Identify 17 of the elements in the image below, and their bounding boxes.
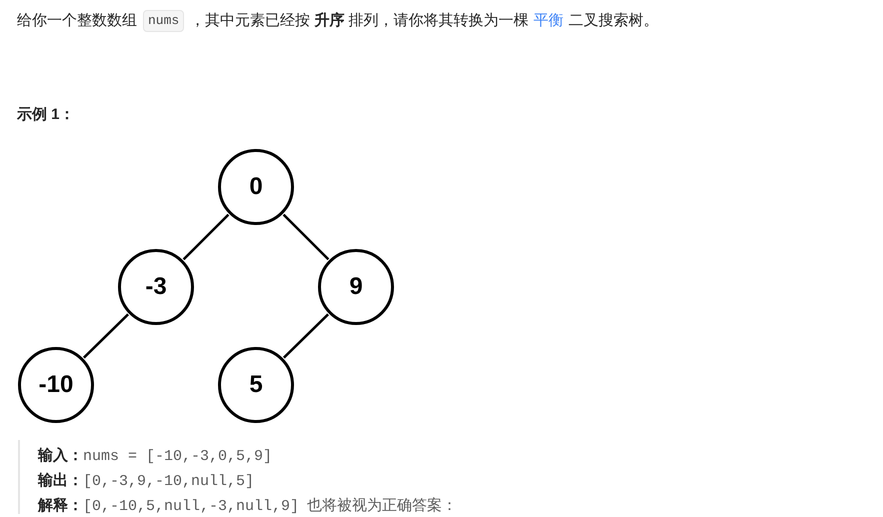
text: ，其中元素已经按 升序 排列，请你将其转换为一棵 <box>190 11 529 31</box>
tree-edge <box>82 313 130 359</box>
heading: 示例 1： <box>17 105 75 125</box>
code-text: [0,-3,9,-10,null,5] <box>83 472 254 492</box>
tree-edge <box>282 214 330 260</box>
inline-code: nums <box>143 10 184 32</box>
text: 二叉搜索树。 <box>568 11 659 31</box>
tree-edge <box>182 214 230 260</box>
field-label: 解释： <box>38 496 83 516</box>
tree-edge <box>282 313 330 359</box>
field-label: 输入： <box>38 446 83 466</box>
link: 平衡 <box>534 11 564 31</box>
code-text: nums = [-10,-3,0,5,9] <box>83 447 272 467</box>
note-text: 也将被视为正确答案： <box>307 496 458 516</box>
text: 给你一个整数数组 <box>17 11 137 31</box>
field-label: 输出： <box>38 471 83 491</box>
code-text: [0,-10,5,null,-3,null,9] <box>83 497 300 517</box>
